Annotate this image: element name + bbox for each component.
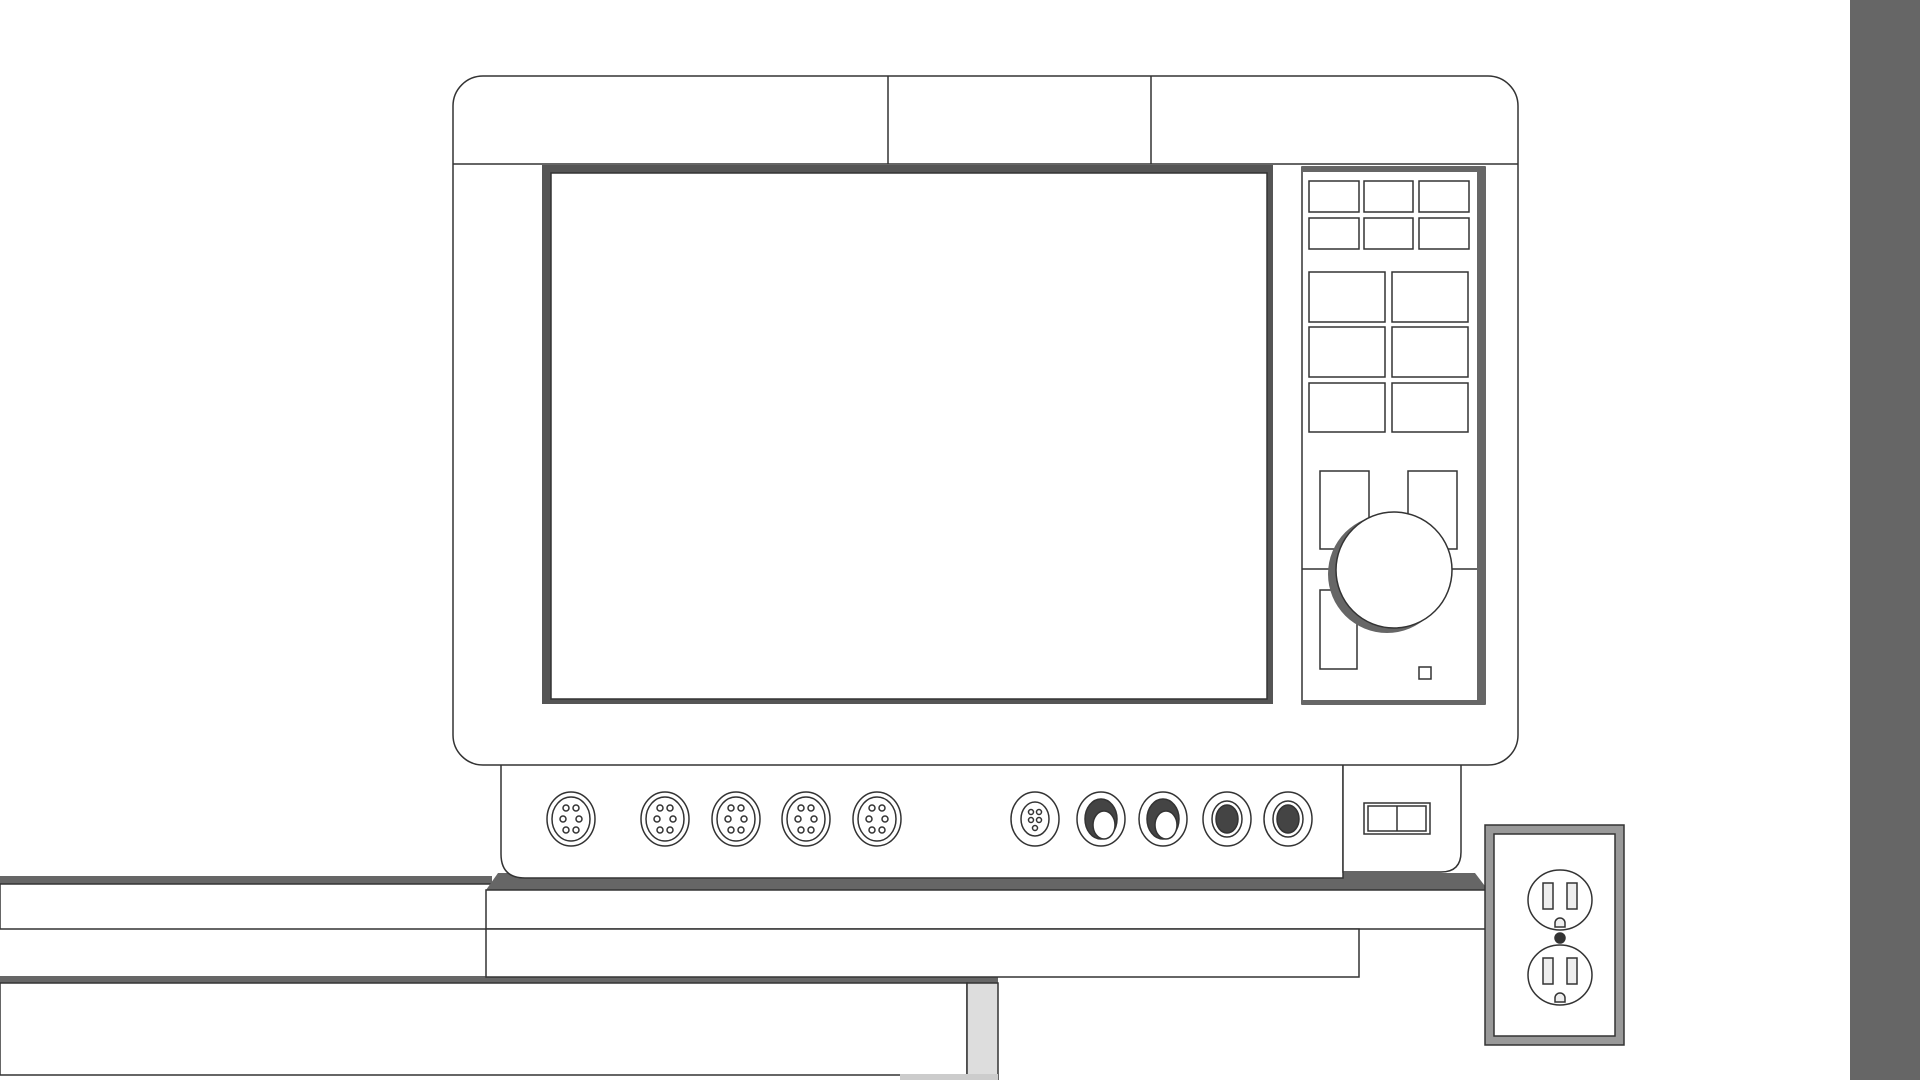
key[interactable] <box>1391 271 1469 323</box>
key[interactable] <box>1391 326 1469 378</box>
large-keys[interactable] <box>1308 271 1469 433</box>
shelf <box>485 873 1489 978</box>
key[interactable] <box>1308 271 1386 323</box>
wall-outlet <box>1484 824 1625 1046</box>
multi-pin-connector[interactable] <box>546 791 596 847</box>
key[interactable] <box>1418 180 1470 213</box>
outlet-screw <box>1554 932 1566 944</box>
round-jack[interactable] <box>1202 791 1252 847</box>
round-jack[interactable] <box>1263 791 1313 847</box>
round-jack[interactable] <box>1138 791 1188 847</box>
small-keys[interactable] <box>1308 180 1470 250</box>
receptacle[interactable] <box>1527 944 1593 1006</box>
multi-pin-connector[interactable] <box>781 791 831 847</box>
key[interactable] <box>1308 180 1360 213</box>
key[interactable] <box>1363 180 1414 213</box>
multi-pin-connector[interactable] <box>852 791 902 847</box>
key[interactable] <box>1308 382 1386 433</box>
indicator-light <box>1418 666 1432 680</box>
key[interactable] <box>1308 326 1386 378</box>
screen[interactable] <box>550 172 1268 700</box>
power-switch[interactable] <box>1363 802 1431 835</box>
round-jack[interactable] <box>1076 791 1126 847</box>
multi-pin-connector[interactable] <box>640 791 690 847</box>
key[interactable] <box>1308 217 1360 250</box>
right-side-bar <box>1850 0 1920 1080</box>
receptacle[interactable] <box>1527 869 1593 931</box>
rotary-knob[interactable] <box>1328 511 1453 633</box>
key[interactable] <box>1418 217 1470 250</box>
key[interactable] <box>1363 217 1414 250</box>
small-pin-connector[interactable] <box>1010 791 1060 847</box>
multi-pin-connector[interactable] <box>711 791 761 847</box>
left-counter <box>0 876 999 1080</box>
connectors <box>546 791 1313 847</box>
key[interactable] <box>1391 382 1469 433</box>
